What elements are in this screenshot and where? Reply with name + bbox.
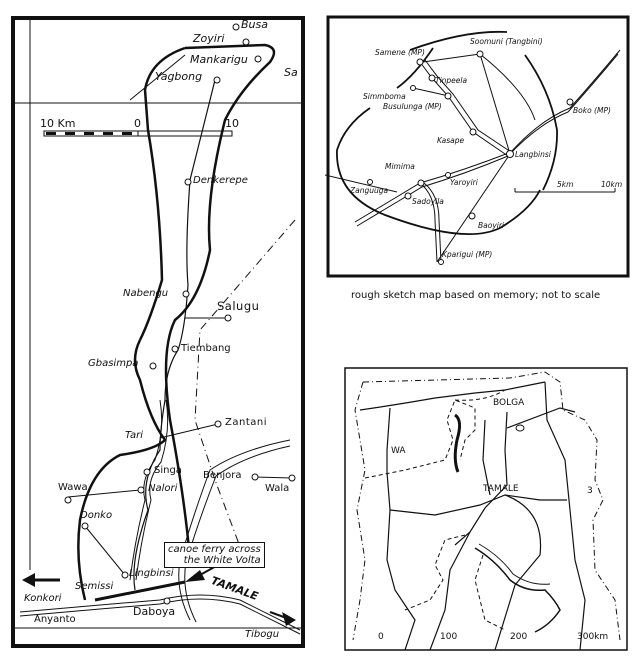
ferry-note-line1: canoe ferry across bbox=[168, 544, 261, 555]
place-tinpeela: Tinpeela bbox=[435, 76, 468, 85]
sketch-map-lines bbox=[325, 15, 630, 278]
sketch-map-panel: Samene (MP) Soomuni (Tangbini) Tinpeela … bbox=[325, 10, 635, 320]
place-sadoyila: Sadoyila bbox=[412, 197, 444, 206]
place-kasape: Kasape bbox=[437, 136, 465, 145]
place-bolga: BOLGA bbox=[493, 398, 525, 408]
place-benjora: Benjora bbox=[203, 470, 242, 481]
place-lingbinsi: Lingbinsi bbox=[129, 568, 174, 579]
place-tibogu: Tibogu bbox=[245, 629, 280, 640]
ghana-scale-0: 0 bbox=[378, 632, 384, 642]
place-nabengu: Nabengu bbox=[123, 288, 169, 299]
place-wa: WA bbox=[391, 446, 406, 456]
place-mankarigu: Mankarigu bbox=[190, 53, 248, 66]
place-konkori: Konkori bbox=[24, 593, 62, 604]
place-yagbong: Yagbong bbox=[155, 70, 203, 83]
scale-label: 10 Km bbox=[40, 117, 76, 130]
place-busa: Busa bbox=[241, 18, 268, 31]
sketch-scale-mid: 5km bbox=[557, 180, 574, 189]
ghana-map-lines bbox=[344, 367, 628, 651]
ghana-scale-100: 100 bbox=[440, 632, 458, 642]
place-langbinsi: Langbinsi bbox=[515, 150, 551, 159]
place-zantani: Zantani bbox=[225, 417, 267, 428]
place-sa: Sa bbox=[284, 66, 298, 79]
place-boko: Boko (MP) bbox=[573, 106, 611, 115]
place-semissi: Semissi bbox=[75, 581, 114, 592]
place-wala: Wala bbox=[265, 483, 290, 494]
place-soomuni: Soomuni (Tangbini) bbox=[470, 37, 543, 46]
left-map-panel: Busa Zoyiri Mankarigu Yagbong Sa 10 Km 0… bbox=[11, 16, 305, 648]
place-busulunga: Busulunga (MP) bbox=[383, 102, 442, 111]
ghana-map-panel: BOLGA WA TAMALE 3 0 100 200 300km bbox=[335, 360, 635, 657]
place-tari: Tari bbox=[125, 430, 144, 441]
ghana-scale-300: 300km bbox=[577, 632, 609, 642]
place-daboya: Daboya bbox=[133, 605, 176, 618]
place-baoyiri: Baoyiri bbox=[478, 221, 505, 230]
place-wawa: Wawa bbox=[58, 482, 88, 493]
place-kparigui: Kparigui (MP) bbox=[442, 250, 493, 259]
left-map-lines bbox=[11, 16, 305, 648]
place-three: 3 bbox=[587, 486, 593, 496]
place-donko: Donko bbox=[80, 510, 113, 521]
place-zoyiri: Zoyiri bbox=[193, 32, 225, 45]
place-samene: Samene (MP) bbox=[375, 48, 425, 57]
place-salugu: Salugu bbox=[217, 299, 260, 313]
place-nalori: Nalori bbox=[148, 483, 178, 494]
place-gbasimpa: Gbasimpa bbox=[88, 358, 139, 369]
scale-ten: 10 bbox=[225, 117, 239, 130]
ferry-note-line2: the White Volta bbox=[183, 555, 261, 566]
sketch-map-caption: rough sketch map based on memory; not to… bbox=[351, 290, 601, 301]
place-mimima: Mimima bbox=[385, 162, 415, 171]
place-zanguuga: Zanguuga bbox=[350, 186, 389, 195]
place-singa: Singa bbox=[154, 465, 182, 476]
ghana-scale-200: 200 bbox=[510, 632, 528, 642]
place-tiembang: Tiembang bbox=[181, 343, 231, 354]
place-yaroyiri: Yaroyiri bbox=[450, 178, 478, 187]
ferry-note: canoe ferry across the White Volta bbox=[164, 542, 265, 568]
place-tamale: TAMALE bbox=[483, 484, 519, 494]
place-simmboma: Simmboma bbox=[363, 92, 406, 101]
scale-zero: 0 bbox=[134, 117, 141, 130]
sketch-scale-end: 10km bbox=[601, 180, 623, 189]
place-denkerepe: Denkerepe bbox=[193, 175, 248, 186]
place-anyanto: Anyanto bbox=[34, 614, 76, 625]
